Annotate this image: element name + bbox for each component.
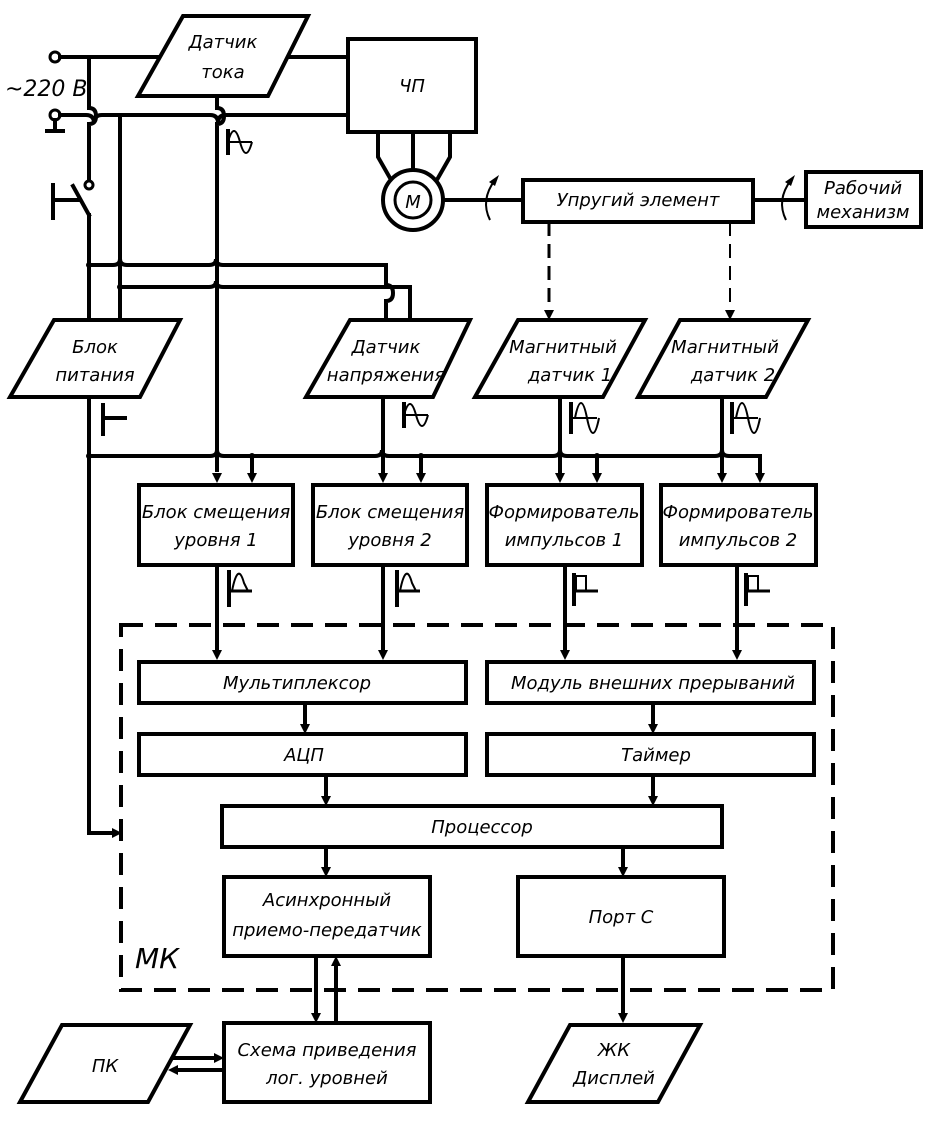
supply-voltage-label: ~220 В xyxy=(5,77,88,102)
working-mechanism-block[interactable]: Рабочий механизм xyxy=(804,170,923,229)
uart-block[interactable]: Асинхронный приемо-передатчик xyxy=(222,875,432,958)
pulse-signal-icon-1 xyxy=(572,573,598,606)
dc-signal-icon xyxy=(101,403,127,436)
magnetic-sensor-1-block[interactable]: Магнитный датчик 1 xyxy=(471,318,649,399)
ac-signal-icon xyxy=(226,129,253,155)
bipolar-signal-icon-1 xyxy=(569,402,600,434)
supply-bus-1 xyxy=(87,258,396,324)
pulse-shaper-1-block[interactable]: Формирователь импульсов 1 xyxy=(485,483,644,567)
dc-supply-wire xyxy=(87,395,115,835)
level-converter-label-2: лог. уровней xyxy=(265,1068,388,1089)
pulse-shaper-1-label-1: Формирователь xyxy=(489,502,640,523)
external-interrupts-label: Модуль внешних прерываний xyxy=(511,673,795,694)
uart-label-2: приемо-передатчик xyxy=(232,920,422,941)
multiplexer-block[interactable]: Мультиплексор xyxy=(137,660,468,705)
timer-block[interactable]: Таймер xyxy=(485,732,816,777)
pulse-shaper-2-label-2: импульсов 2 xyxy=(679,530,798,551)
magnetic-sensor-2-label-2: датчик 2 xyxy=(690,365,775,386)
dc-bus xyxy=(87,449,762,477)
lcd-label-2: Дисплей xyxy=(572,1068,655,1089)
adc-block[interactable]: АЦП xyxy=(137,732,468,777)
neutral-wire xyxy=(58,113,350,124)
ac-signal-icon-2 xyxy=(402,402,429,428)
level-converter-block[interactable]: Схема приведения лог. уровней xyxy=(222,1021,432,1104)
current-signal-wire xyxy=(215,94,227,472)
pc-label: ПК xyxy=(92,1056,120,1077)
magnetic-sensor-2-block[interactable]: Магнитный датчик 2 xyxy=(634,318,812,399)
rectified-signal-icon-1 xyxy=(227,570,252,607)
level-shifter-2-label-2: уровня 2 xyxy=(347,530,431,551)
frequency-converter-block[interactable]: ЧП xyxy=(346,37,478,134)
pulse-shaper-2-label-1: Формирователь xyxy=(663,502,814,523)
rectified-signal-icon-2 xyxy=(395,570,420,607)
mcu-boundary xyxy=(119,623,835,992)
rotation-arrow-icon xyxy=(485,175,499,221)
multiplexer-label: Мультиплексор xyxy=(223,673,371,694)
working-mechanism-label-1: Рабочий xyxy=(824,178,902,199)
level-shifter-1-label-2: уровня 1 xyxy=(173,530,257,551)
switch-contact xyxy=(83,179,95,191)
frequency-converter-label: ЧП xyxy=(399,76,425,97)
processor-label: Процессор xyxy=(431,817,533,838)
elastic-element-block[interactable]: Упругий элемент xyxy=(521,178,755,224)
level-shifter-2-block[interactable]: Блок смещения уровня 2 xyxy=(311,483,469,567)
supply-terminals: ~220 В xyxy=(5,50,88,133)
level-shifter-2-label-1: Блок смещения xyxy=(316,502,465,523)
bipolar-signal-icon-2 xyxy=(730,402,761,434)
switch-feed-wire xyxy=(87,55,99,182)
power-supply-label-1: Блок xyxy=(72,337,118,358)
lcd-label-1: ЖК xyxy=(597,1040,631,1061)
power-switch-icon[interactable] xyxy=(51,183,92,220)
working-mechanism-label-2: механизм xyxy=(817,202,910,223)
magnetic-sensor-2-label-1: Магнитный xyxy=(671,337,779,358)
current-sensor-block[interactable]: Датчик тока xyxy=(134,14,312,98)
voltage-sensor-block[interactable]: Датчик напряжения xyxy=(302,318,474,399)
lcd-display-block[interactable]: ЖК Дисплей xyxy=(524,1023,704,1104)
motor-label: М xyxy=(405,192,421,213)
rotation-arrow-icon-2 xyxy=(781,175,795,221)
adc-label: АЦП xyxy=(283,745,324,766)
mcu-label: МК xyxy=(135,942,180,975)
pulse-signal-icon-2 xyxy=(744,573,770,606)
pulse-shaper-1-label-2: импульсов 1 xyxy=(505,530,624,551)
external-interrupts-block[interactable]: Модуль внешних прерываний xyxy=(485,660,816,705)
uart-label-1: Асинхронный xyxy=(262,890,392,911)
magnetic-sensor-1-label-1: Магнитный xyxy=(509,337,617,358)
port-c-block[interactable]: Порт С xyxy=(516,875,726,958)
pulse-shaper-2-block[interactable]: Формирователь импульсов 2 xyxy=(659,483,818,567)
level-shifter-1-label-1: Блок смещения xyxy=(142,502,291,523)
timer-label: Таймер xyxy=(621,745,691,766)
voltage-sensor-label-1: Датчик xyxy=(351,337,421,358)
pc-block[interactable]: ПК xyxy=(16,1023,194,1104)
power-supply-label-2: питания xyxy=(55,365,134,386)
supply-bus-2 xyxy=(118,280,412,324)
motor-icon[interactable]: М xyxy=(381,168,445,232)
elastic-element-label: Упругий элемент xyxy=(557,190,720,211)
magnetic-sensor-1-label-2: датчик 1 xyxy=(527,365,612,386)
processor-block[interactable]: Процессор xyxy=(220,804,724,849)
voltage-sensor-label-2: напряжения xyxy=(327,365,446,386)
level-shifter-1-block[interactable]: Блок смещения уровня 1 xyxy=(137,483,295,567)
power-supply-block[interactable]: Блок питания xyxy=(6,318,184,399)
current-sensor-label-1: Датчик xyxy=(188,32,258,53)
level-converter-label-1: Схема приведения xyxy=(237,1040,416,1061)
port-c-label: Порт С xyxy=(589,907,654,928)
current-sensor-label-2: тока xyxy=(201,62,244,83)
